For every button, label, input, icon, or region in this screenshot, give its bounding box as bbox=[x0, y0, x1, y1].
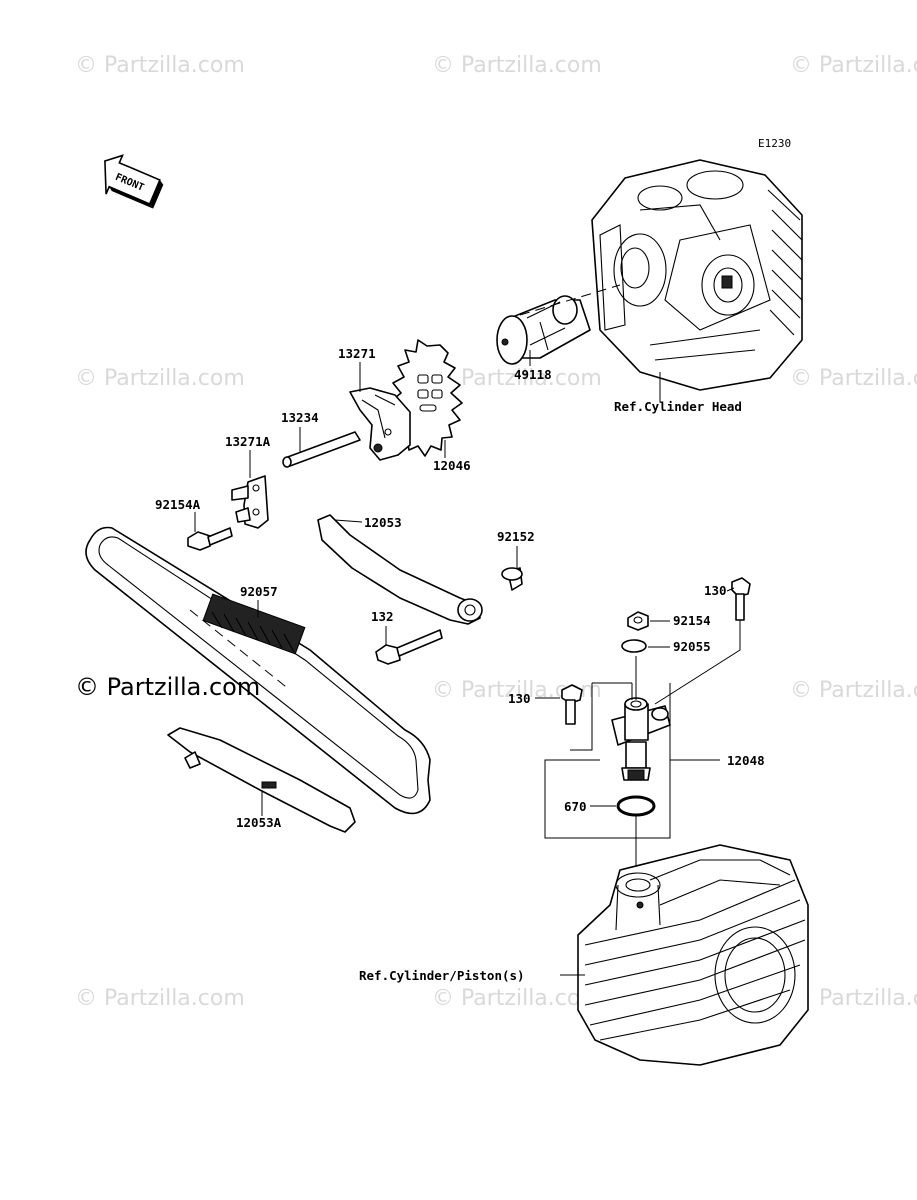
callout-92055: 92055 bbox=[673, 639, 711, 654]
collar-92152 bbox=[501, 567, 523, 591]
chain-guide-12053A bbox=[167, 727, 356, 833]
oring-670 bbox=[616, 795, 656, 817]
callout-92154A: 92154A bbox=[155, 497, 201, 512]
front-arrow-icon: FRONT bbox=[104, 154, 164, 209]
cam-chain bbox=[85, 526, 431, 815]
diagram-code: E1230 bbox=[758, 137, 791, 150]
decompressor-weight bbox=[349, 387, 411, 461]
watermark-text: © Partzilla.com bbox=[790, 986, 917, 1011]
leader-line bbox=[726, 587, 735, 592]
callout-13234: 13234 bbox=[281, 410, 319, 425]
nut-92154 bbox=[627, 611, 649, 631]
watermark-text: © Partzilla.com bbox=[790, 678, 917, 703]
bolt-130-top bbox=[731, 577, 751, 621]
watermark-text: © Partzilla.com bbox=[75, 366, 245, 391]
watermark-group: © Partzilla.com © Partzilla.com © Partzi… bbox=[75, 53, 917, 1011]
callout-13271: 13271 bbox=[338, 346, 376, 361]
watermark-text: © Partzilla.com bbox=[432, 53, 602, 78]
cam-chain-tensioner bbox=[611, 697, 671, 781]
callout-49118: 49118 bbox=[514, 367, 552, 382]
ref-cylinder-piston-label: Ref.Cylinder/Piston(s) bbox=[359, 968, 525, 983]
bolt-130-mid bbox=[561, 684, 583, 725]
ref-cylinder-head-label: Ref.Cylinder Head bbox=[614, 399, 742, 414]
watermark-large: © Partzilla.com bbox=[75, 673, 260, 701]
callout-12048: 12048 bbox=[727, 753, 765, 768]
callout-92152: 92152 bbox=[497, 529, 535, 544]
oring-92055 bbox=[621, 639, 647, 653]
watermark-text: © Partzilla.com bbox=[790, 366, 917, 391]
callout-130-top: 130 bbox=[704, 583, 727, 598]
callout-12053: 12053 bbox=[364, 515, 402, 530]
decompressor-plate bbox=[231, 475, 269, 529]
callout-12046: 12046 bbox=[433, 458, 471, 473]
watermark-text: © Partzilla.com bbox=[432, 986, 602, 1011]
leader-line bbox=[334, 519, 363, 523]
callout-92154: 92154 bbox=[673, 613, 711, 628]
bolt-92154A bbox=[187, 527, 233, 551]
cylinder-head bbox=[591, 159, 803, 391]
callout-13271A: 13271A bbox=[225, 434, 271, 449]
callout-12053A: 12053A bbox=[236, 815, 282, 830]
callout-670: 670 bbox=[564, 799, 587, 814]
camshaft bbox=[496, 295, 591, 365]
watermark-text: © Partzilla.com bbox=[790, 53, 917, 78]
bolt-132 bbox=[375, 629, 443, 665]
leader-line bbox=[519, 284, 621, 316]
leader-line bbox=[654, 620, 741, 705]
watermark-text: © Partzilla.com bbox=[75, 53, 245, 78]
leader-line bbox=[544, 683, 671, 839]
watermark-text: © Partzilla.com bbox=[75, 986, 245, 1011]
watermark-text: © Partzilla.com bbox=[432, 366, 602, 391]
callout-132: 132 bbox=[371, 609, 394, 624]
cylinder bbox=[577, 844, 809, 1066]
callout-130-mid: 130 bbox=[508, 691, 531, 706]
chain-guide-12053 bbox=[317, 514, 483, 625]
callout-92057: 92057 bbox=[240, 584, 278, 599]
decompressor-shaft bbox=[282, 431, 361, 468]
leader-line bbox=[570, 682, 633, 751]
